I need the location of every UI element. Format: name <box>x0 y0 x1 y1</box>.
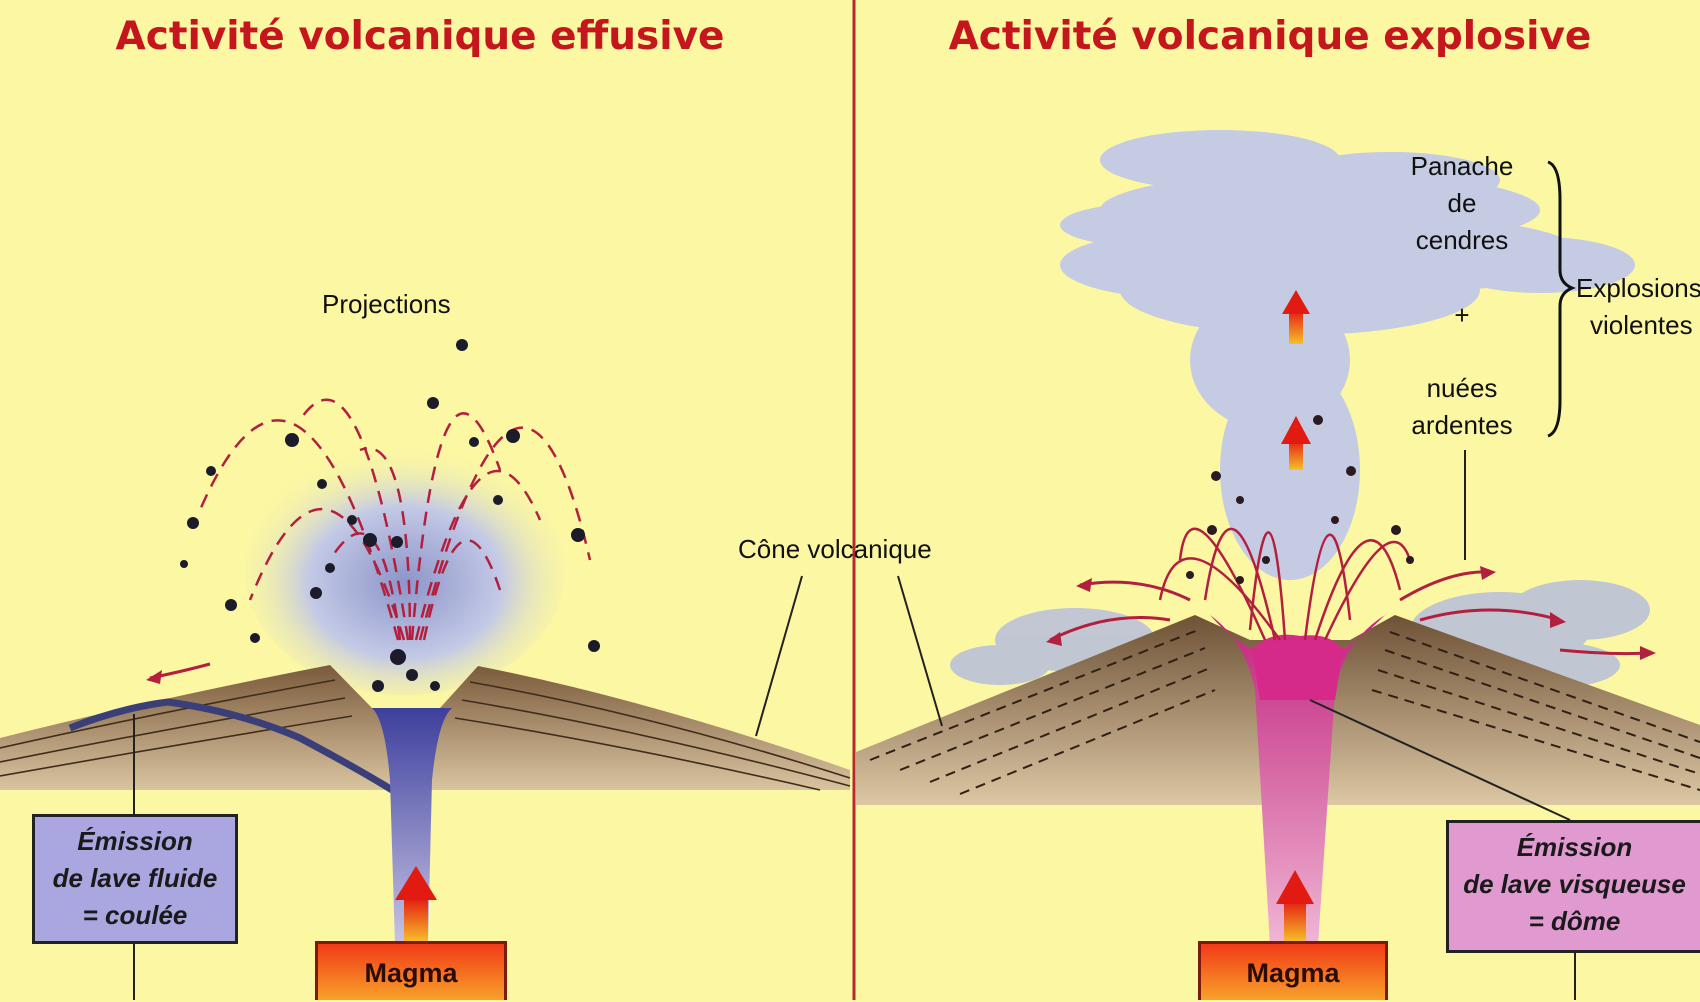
magma-chamber-explosive: Magma <box>1198 941 1388 1000</box>
plume-label-line-1: Panache <box>1410 151 1514 181</box>
magma-chamber-effusive: Magma <box>315 941 507 1000</box>
ash-cloud-effusive <box>245 445 565 695</box>
projections-label: Projections <box>322 289 451 319</box>
title-explosive: Activité volcanique explosive <box>948 14 1592 59</box>
flow-arrow-icon <box>146 670 162 684</box>
up-arrow-icon <box>1276 870 1314 942</box>
volcanic-bombs-effusive <box>180 339 600 692</box>
brace-icon <box>1547 160 1576 438</box>
plume-label-line-2: de <box>1447 188 1477 218</box>
lava-flow-effusive <box>68 698 394 793</box>
fluid-lava-line-2: de lave fluide <box>52 863 218 893</box>
leader-cone-left <box>755 575 803 737</box>
lava-dome <box>1210 615 1385 945</box>
plume-label-line-3: cendres <box>1415 225 1509 255</box>
viscous-lava-line-3: = dôme <box>1528 906 1621 936</box>
explosive-trajectories <box>1158 527 1412 641</box>
nuees-label-line-1: nuées <box>1426 373 1498 403</box>
viscous-lava-line-2: de lave visqueuse <box>1463 869 1686 899</box>
up-arrow-icon <box>1281 416 1311 470</box>
flow-arrow-icon <box>1046 566 1656 660</box>
up-arrow-icon <box>1282 290 1310 344</box>
plume-label: Panache de cendres <box>1382 148 1542 259</box>
up-arrow-icon <box>395 866 437 942</box>
viscous-lava-line-1: Émission <box>1516 832 1633 862</box>
nuees-label-line-2: ardentes <box>1411 410 1513 440</box>
volcanic-bombs-explosive <box>1186 415 1414 584</box>
cone-effusive-strata <box>0 679 851 791</box>
viscous-lava-box: Émission de lave visqueuse = dôme <box>1446 820 1700 953</box>
cone-explosive-strata <box>869 629 1700 795</box>
leader-viscous-lava <box>1309 699 1571 821</box>
fluid-lava-line-1: Émission <box>77 826 193 856</box>
explosion-label-line-2: violentes <box>1590 310 1693 340</box>
explosion-label: Explosions violentes <box>1576 270 1700 344</box>
explosion-label-line-1: Explosions <box>1576 273 1700 303</box>
vent-effusive <box>372 708 452 945</box>
plus-label: + <box>1454 300 1470 330</box>
nuees-label: nuées ardentes <box>1382 370 1542 444</box>
cone-label: Cône volcanique <box>738 534 932 564</box>
fluid-lava-line-3: = coulée <box>82 900 188 930</box>
title-effusive: Activité volcanique effusive <box>115 14 725 59</box>
ash-plume <box>1060 130 1635 580</box>
fluid-lava-box: Émission de lave fluide = coulée <box>32 814 238 944</box>
leader-cone-right <box>897 575 943 727</box>
